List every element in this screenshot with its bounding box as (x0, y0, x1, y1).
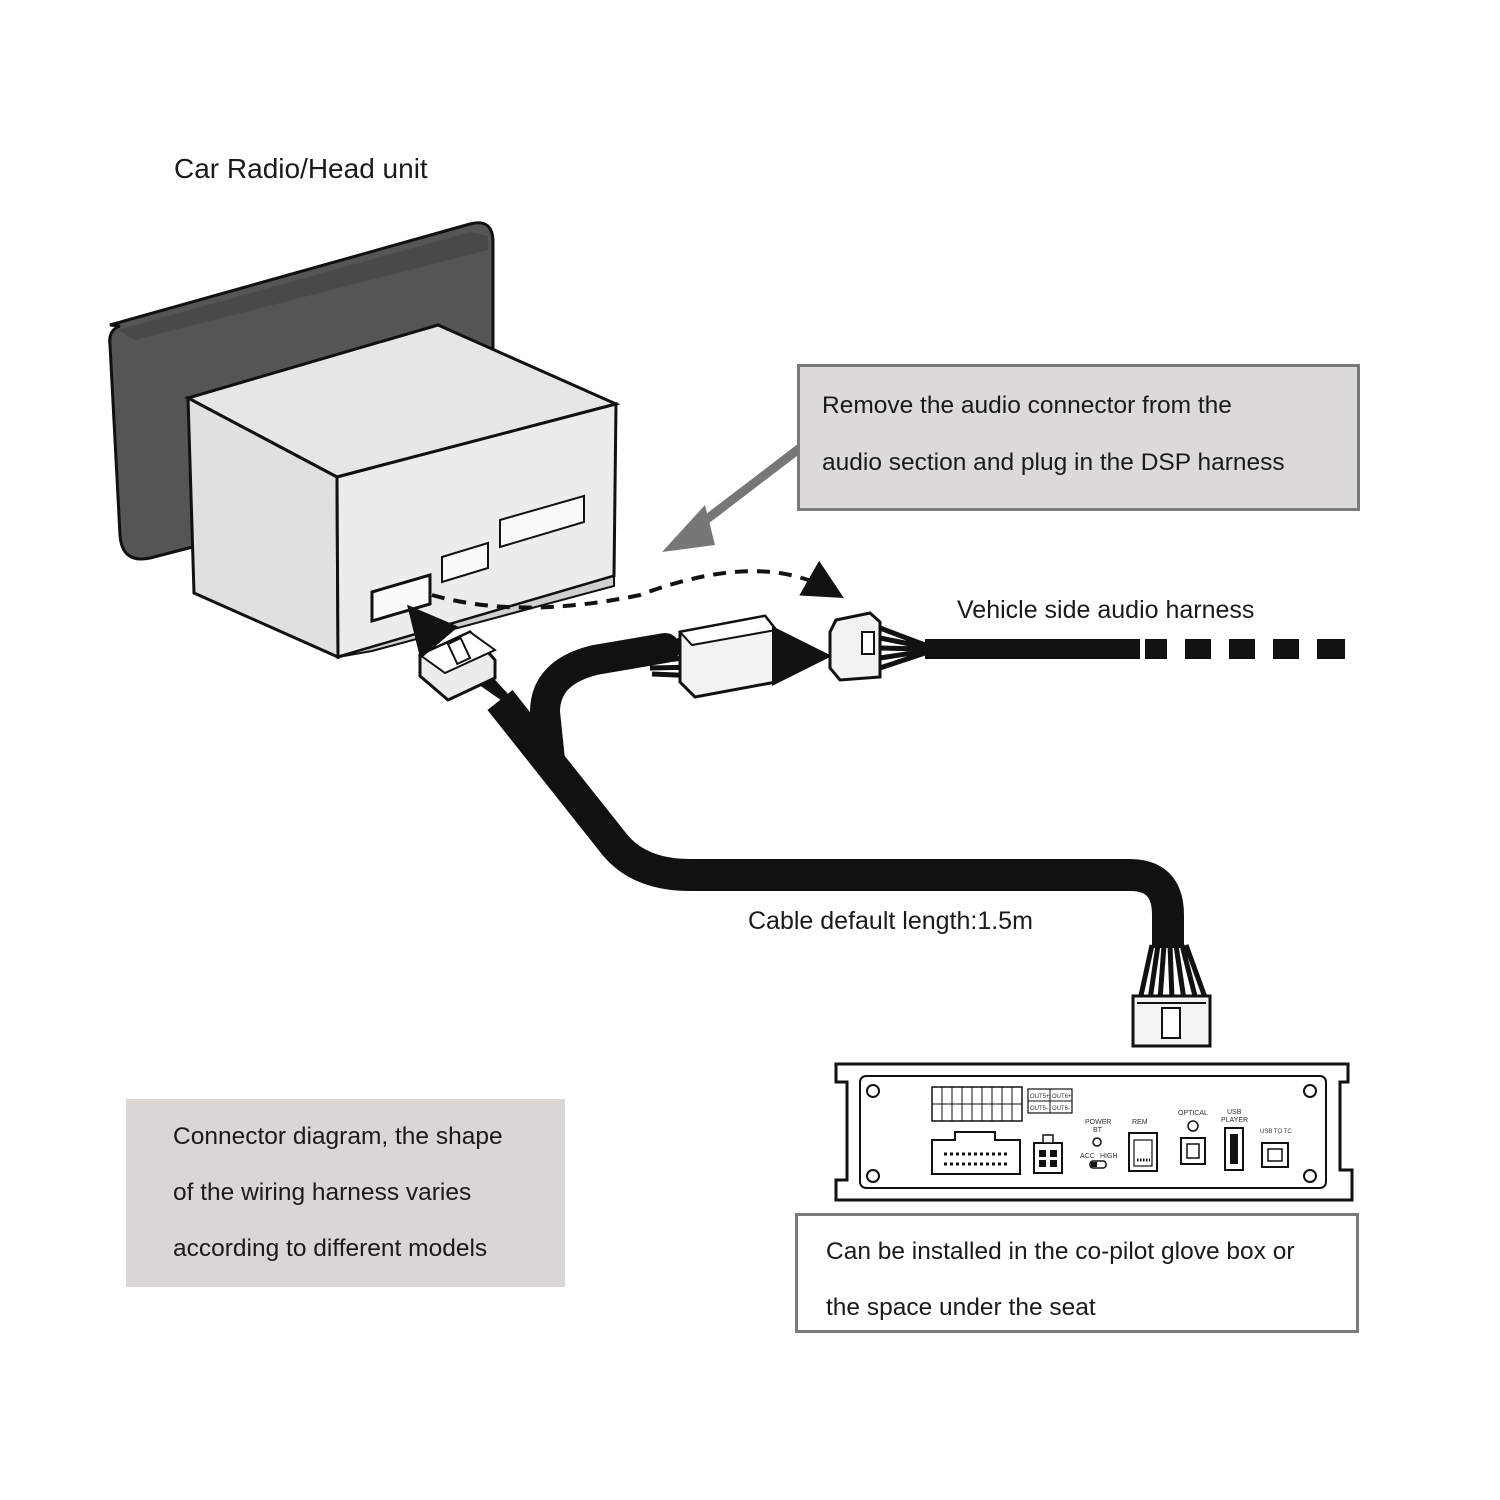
power-led (1092, 1137, 1102, 1147)
callout-line: audio section and plug in the DSP harnes… (822, 449, 1285, 476)
vehicle-harness-dashed (1145, 639, 1345, 659)
callout-line: Can be installed in the co-pilot glove b… (826, 1238, 1295, 1265)
port-2 (441, 541, 489, 584)
head-unit-plug (418, 630, 527, 718)
audio-port (370, 572, 432, 624)
out5-plus-label: OUT5+ (1030, 1094, 1050, 1100)
insert-arrow (407, 604, 459, 660)
callout-connector-diagram: Connector diagram, the shape of the wiri… (126, 1099, 565, 1287)
power-label: POWER (1085, 1119, 1111, 1126)
callout-pointer-arrow (662, 444, 803, 552)
terminal-block (931, 1086, 1023, 1122)
main-cable (487, 633, 1209, 1001)
callout-remove-connector: Remove the audio connector from the audi… (797, 364, 1360, 511)
callout-line: Connector diagram, the shape (173, 1123, 503, 1150)
head-unit (108, 221, 621, 660)
out-labels-block: OUT5+ OUT6+ OUT5- OUT6- (1027, 1088, 1073, 1114)
vehicle-plug (828, 611, 1140, 682)
page-title: Car Radio/Head unit (174, 153, 428, 184)
out5-minus-label: OUT5- (1030, 1106, 1048, 1112)
player-label: PLAYER (1221, 1117, 1248, 1124)
usb-label: USB (1227, 1109, 1242, 1116)
out6-plus-label: OUT6+ (1052, 1094, 1072, 1100)
callout-line: according to different models (173, 1235, 488, 1262)
callout-line: Remove the audio connector from the (822, 392, 1232, 419)
callout-line: of the wiring harness varies (173, 1179, 472, 1206)
dashed-arrow (431, 560, 844, 610)
dsp-plug (1131, 994, 1212, 1048)
usb-to-tc-port (1261, 1142, 1289, 1168)
vehicle-harness-label: Vehicle side audio harness (957, 596, 1255, 624)
bt-label: BT (1093, 1127, 1103, 1134)
harness-socket (931, 1131, 1021, 1175)
out6-minus-label: OUT6- (1052, 1106, 1070, 1112)
usb-to-tc-label: USB TO TC (1260, 1129, 1292, 1135)
dsp-amplifier: OUT5+ OUT6+ OUT5- OUT6- POWER BT ACC HIG… (834, 1062, 1354, 1202)
rem-label: REM (1132, 1119, 1148, 1126)
callout-install-location: Can be installed in the co-pilot glove b… (795, 1213, 1359, 1333)
callout-line: the space under the seat (826, 1294, 1096, 1321)
high-label: HIGH (1100, 1153, 1118, 1160)
port-3 (499, 494, 585, 549)
acc-label: ACC (1080, 1153, 1095, 1160)
optical-label: OPTICAL (1178, 1110, 1208, 1117)
optical-knob (1187, 1120, 1199, 1132)
power-socket (1033, 1134, 1063, 1174)
cable-length-label: Cable default length:1.5m (748, 907, 1033, 935)
